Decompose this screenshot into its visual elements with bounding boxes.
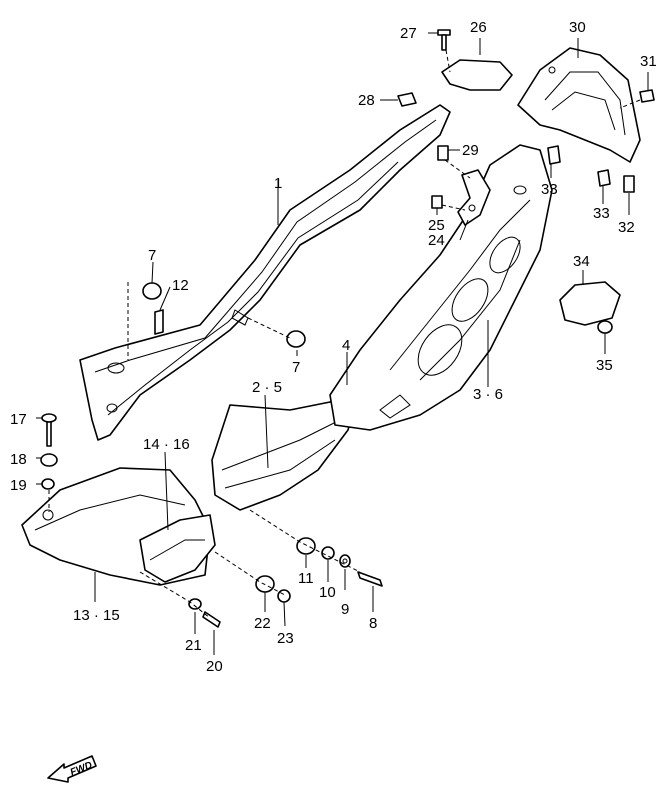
hardware	[40, 29, 655, 628]
rubber-block-34	[559, 281, 621, 326]
callout-24: 24	[428, 232, 445, 249]
bracket-24	[457, 169, 491, 226]
callout-8: 8	[369, 615, 377, 632]
callout-19: 19	[10, 477, 27, 494]
callout-4: 4	[342, 337, 350, 354]
callout-30: 30	[569, 19, 586, 36]
callout-22: 22	[254, 615, 271, 632]
callout-25: 25	[428, 217, 445, 234]
callout-21: 21	[185, 637, 202, 654]
callout-7-lower: 7	[292, 359, 300, 376]
side-cover-front	[211, 401, 356, 511]
callout-11: 11	[298, 570, 314, 587]
callout-14-16: 14 · 16	[143, 436, 190, 453]
callout-2-5: 2 · 5	[252, 379, 282, 396]
callout-17: 17	[10, 411, 27, 428]
emblem-plate	[139, 514, 216, 583]
callout-31: 31	[640, 53, 657, 70]
callout-32: 32	[618, 219, 635, 236]
callout-26: 26	[470, 19, 487, 36]
callout-23: 23	[277, 630, 294, 647]
callout-9: 9	[341, 601, 349, 618]
callout-7-upper: 7	[148, 247, 156, 264]
callout-28: 28	[358, 92, 375, 109]
callout-34: 34	[573, 253, 590, 270]
callout-1: 1	[274, 175, 282, 192]
callout-10: 10	[319, 584, 336, 601]
callout-33-right: 33	[593, 205, 610, 222]
top-cover-26	[441, 59, 513, 91]
callout-3-6: 3 · 6	[473, 386, 503, 403]
callout-labels: 1 2 · 5 3 · 6 4 7 7 8 9 10 11 12 13 · 15…	[10, 19, 657, 675]
forward-direction-arrow: FWD	[47, 755, 97, 783]
callout-27: 27	[400, 25, 417, 42]
callout-13-15: 13 · 15	[73, 607, 120, 624]
callout-35: 35	[596, 357, 613, 374]
rear-cover-30	[517, 47, 641, 163]
main-side-cover	[329, 144, 553, 431]
leader-lines	[36, 32, 649, 655]
frame-cover-upper	[79, 104, 451, 441]
fwd-label: FWD	[69, 760, 94, 779]
callout-29: 29	[462, 142, 479, 159]
callout-20: 20	[206, 658, 223, 675]
callout-18: 18	[10, 451, 27, 468]
callout-33-left: 33	[541, 181, 558, 198]
callout-12: 12	[172, 277, 189, 294]
